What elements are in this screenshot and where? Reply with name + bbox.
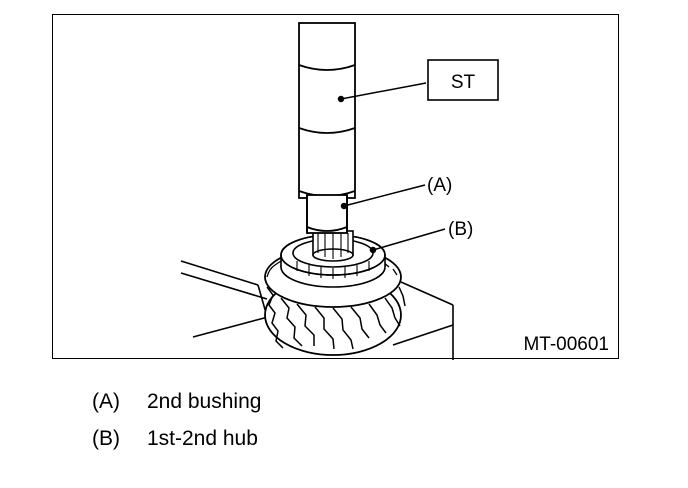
legend-key-a: (A) [92,390,120,413]
legend-key-b: (B) [92,427,120,450]
tool-label: ST [451,72,476,93]
workbench-lines [180,260,454,360]
special-tool-shaft [298,22,356,234]
gear-press-illustration: ST (A) (B) MT-00601 [180,22,609,360]
legend-item-a: (A) 2nd bushing [92,390,261,414]
figure-id: MT-00601 [523,334,609,355]
legend-item-b: (B) 1st-2nd hub [92,427,258,451]
legend-text-b: 1st-2nd hub [147,427,258,450]
diagram-figure: ST (A) (B) MT-00601 [52,14,619,360]
callout-a-label: (A) [427,175,452,196]
legend-text-a: 2nd bushing [147,390,262,413]
callout-b-label: (B) [448,219,473,240]
bushing-2nd [312,230,354,262]
tool-label-box [427,59,499,101]
gear-teeth [266,286,406,350]
callout-lines [337,82,446,254]
